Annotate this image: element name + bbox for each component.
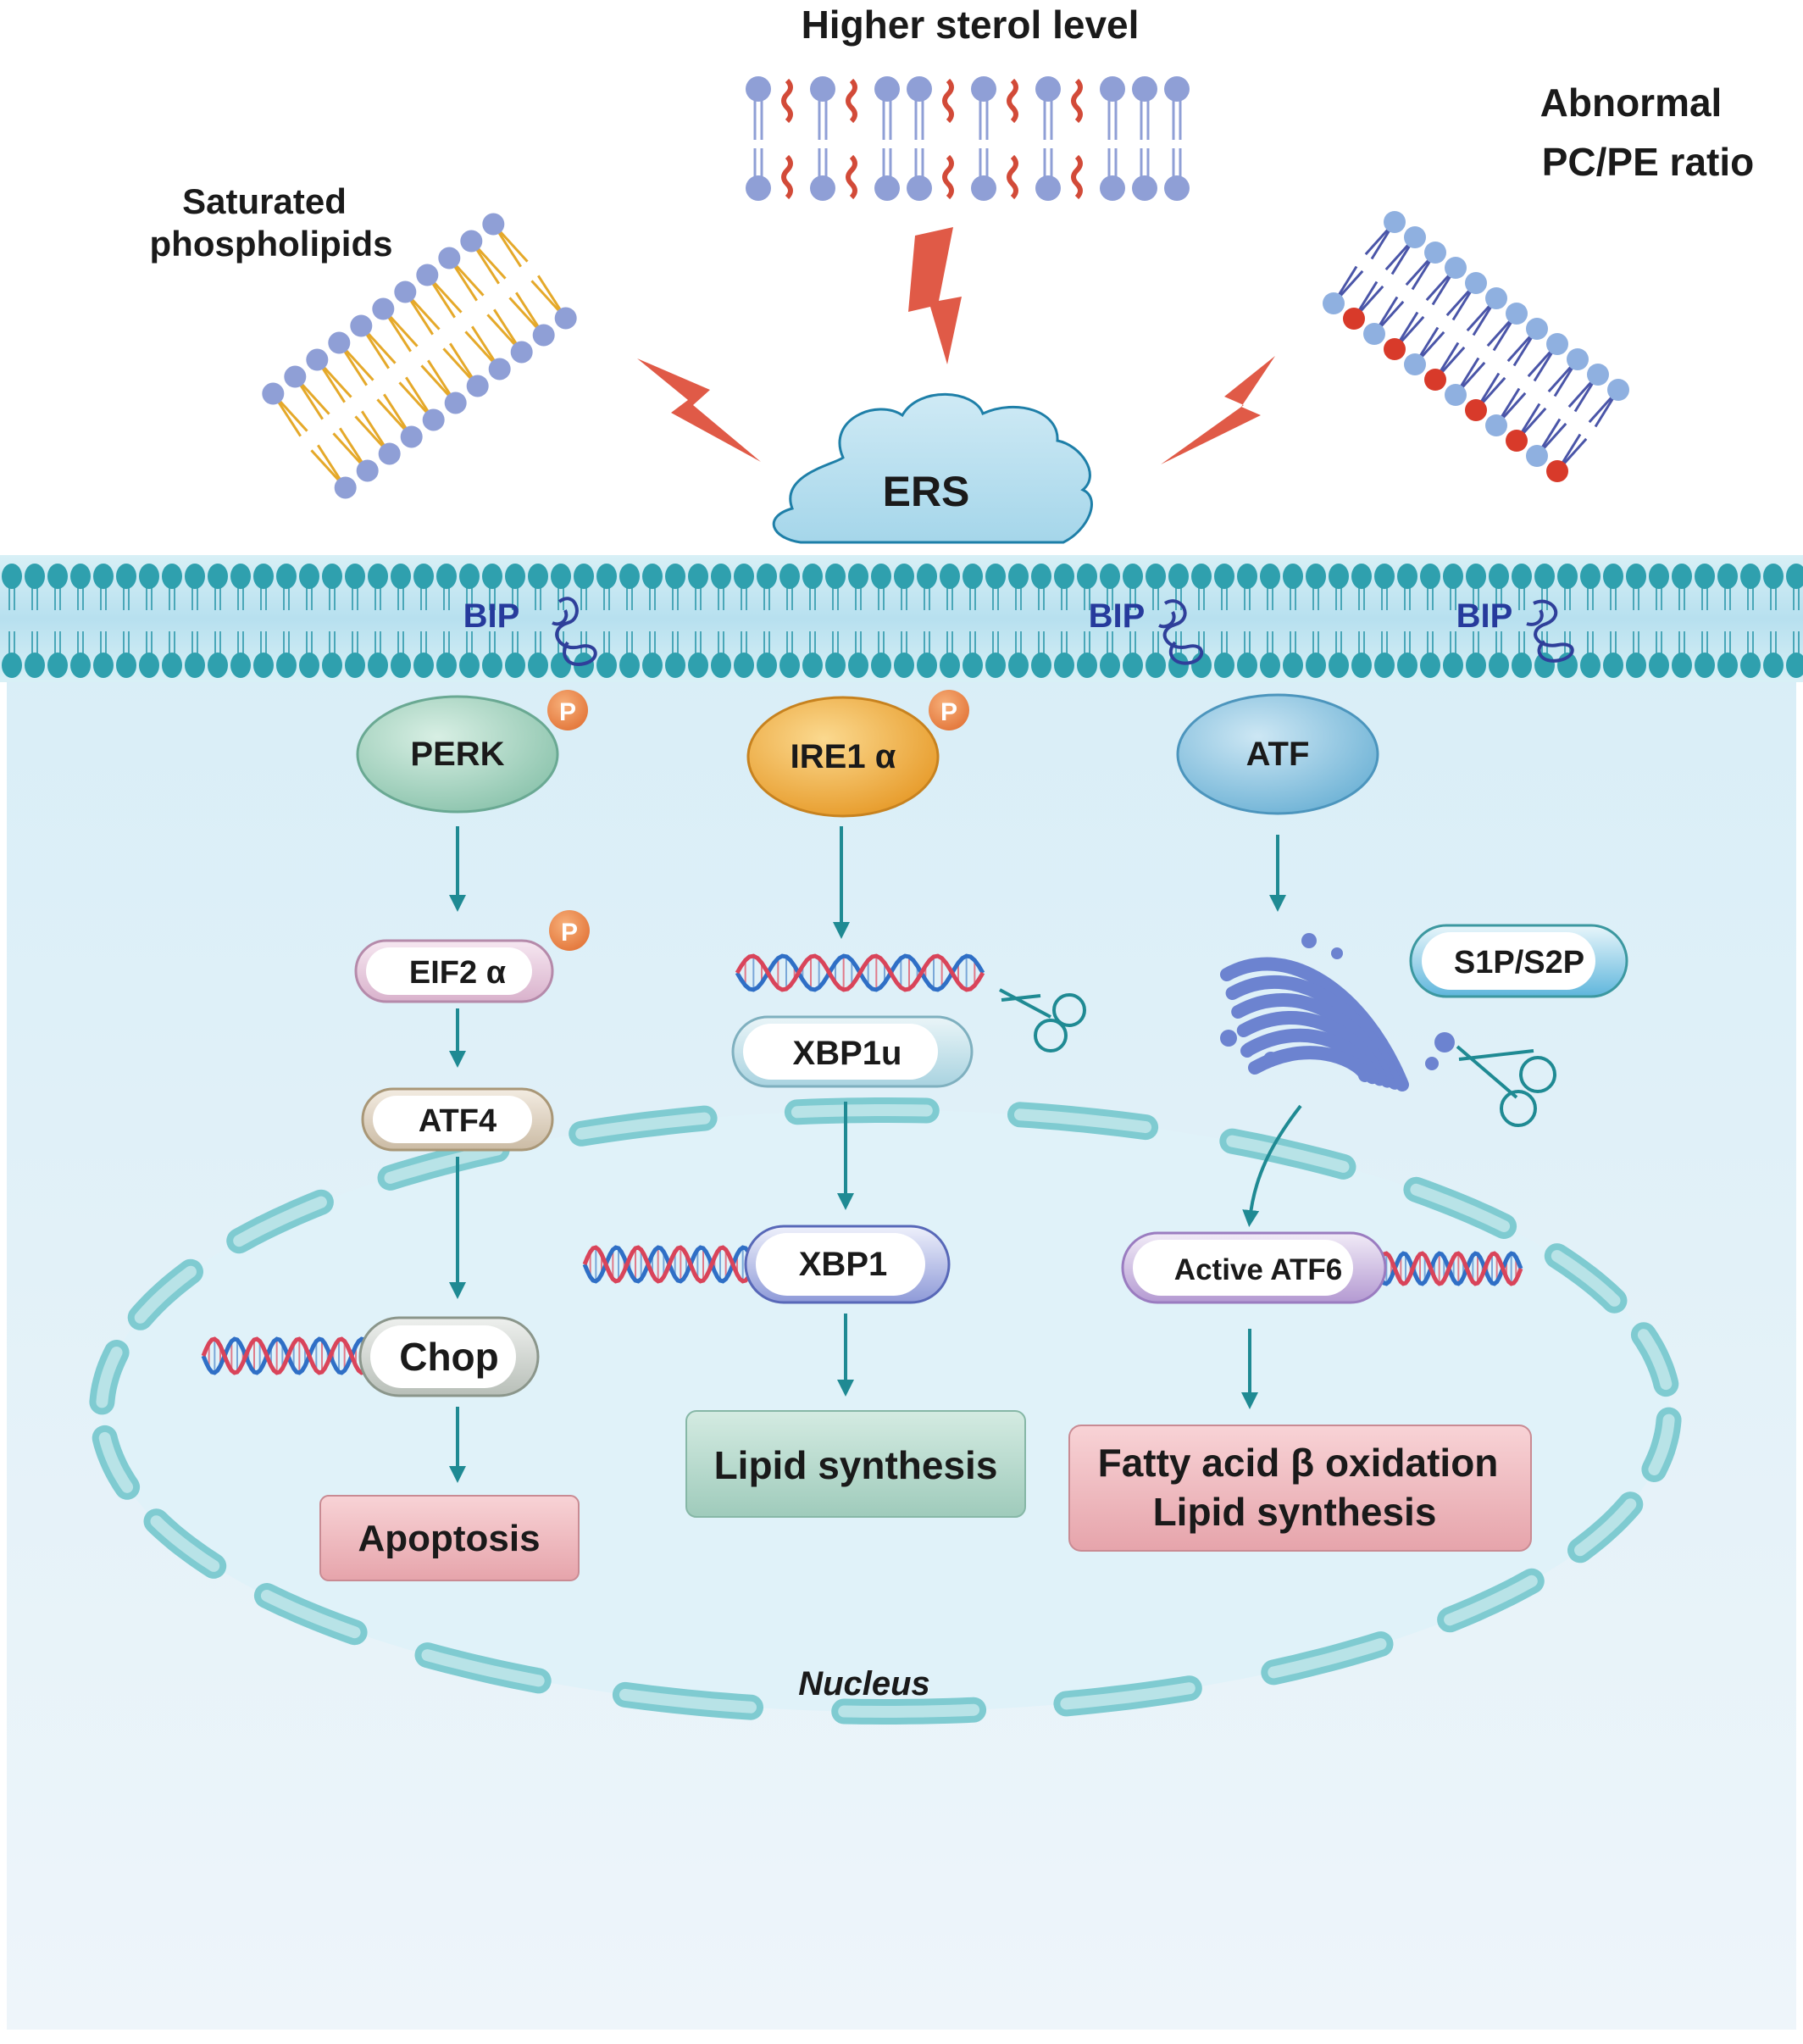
xbp1-dna-icon [582, 1245, 757, 1284]
s1p-s2p-pill-inner [1422, 932, 1595, 990]
atf4-label: ATF4 [419, 1103, 497, 1139]
xbp1u-dna-icon [735, 953, 985, 992]
ers-label: ERS [883, 468, 970, 515]
golgi-icon [1220, 933, 1455, 1091]
arrow-golgi-to-active-atf6 [1242, 1104, 1302, 1227]
bolt-right [1161, 356, 1275, 464]
eif2-phospho-badge [549, 910, 590, 951]
eif2-label: EIF2 α [409, 955, 506, 991]
chop-label: Chop [399, 1335, 499, 1379]
scissors-icon-atf [1456, 1045, 1556, 1127]
bip-label-3: BIP [1456, 597, 1513, 635]
active-atf6-dna-icon [1374, 1251, 1523, 1286]
saturated-phospholipid-bilayer [262, 213, 577, 499]
bolt-left [637, 358, 761, 462]
scissors-icon-ire1 [999, 988, 1086, 1053]
pcpe-label-line2: PC/PE ratio [1542, 140, 1755, 184]
atf4-pill-inner [373, 1096, 532, 1143]
fatty-acid-box [1068, 1425, 1532, 1552]
lipid-synthesis-box [685, 1410, 1026, 1518]
atf-label: ATF [1246, 736, 1310, 773]
bip-label-2: BIP [1089, 597, 1146, 635]
bip-chaperone-icon-3 [1526, 599, 1574, 663]
bip-chaperone-icon-1 [552, 597, 597, 666]
ire1-sensor [746, 696, 940, 818]
ire1-phospho-badge [929, 690, 969, 730]
saturated-label-line1: Saturated [182, 181, 347, 221]
er-membrane-lipids [2, 564, 1803, 678]
perk-label: PERK [410, 736, 504, 773]
eif2-phospho-label: P [561, 919, 578, 947]
fatty-acid-label-line1: Fatty acid β oxidation [1098, 1441, 1499, 1485]
sterol-label: Higher sterol level [802, 3, 1140, 47]
apoptosis-label: Apoptosis [358, 1518, 540, 1559]
saturated-label-line2: phospholipids [150, 224, 393, 264]
lipid-synthesis-label: Lipid synthesis [714, 1443, 998, 1487]
chop-pill-inner [370, 1325, 516, 1388]
nucleus-envelope [89, 1097, 1682, 1725]
perk-phospho-label: P [559, 698, 576, 726]
active-atf6-label: Active ATF6 [1174, 1253, 1342, 1286]
eif2-pill-inner [366, 947, 532, 995]
xbp1u-pill-inner [743, 1024, 938, 1080]
nucleus-label: Nucleus [798, 1665, 930, 1702]
ire1-label: IRE1 α [791, 738, 896, 775]
bip-label-1: BIP [463, 597, 520, 635]
ers-burst [772, 392, 1093, 544]
xbp1-pill-inner [756, 1233, 925, 1296]
xbp1u-label: XBP1u [793, 1035, 902, 1072]
bip-chaperone-icon-2 [1158, 599, 1204, 665]
perk-sensor [356, 695, 559, 814]
sterol-bilayer [746, 76, 1190, 201]
bolt-center [908, 227, 962, 364]
pcpe-bilayer [1323, 211, 1629, 482]
perk-phospho-badge [547, 690, 588, 730]
atf-sensor [1176, 693, 1379, 815]
pcpe-label-line1: Abnormal [1540, 81, 1723, 125]
active-atf6-pill-inner [1133, 1240, 1353, 1296]
s1p-s2p-label: S1P/S2P [1454, 945, 1584, 980]
fatty-acid-label-line2: Lipid synthesis [1153, 1490, 1437, 1534]
apoptosis-box [319, 1495, 580, 1581]
xbp1-label: XBP1 [799, 1246, 888, 1283]
ire1-phospho-label: P [940, 698, 957, 726]
